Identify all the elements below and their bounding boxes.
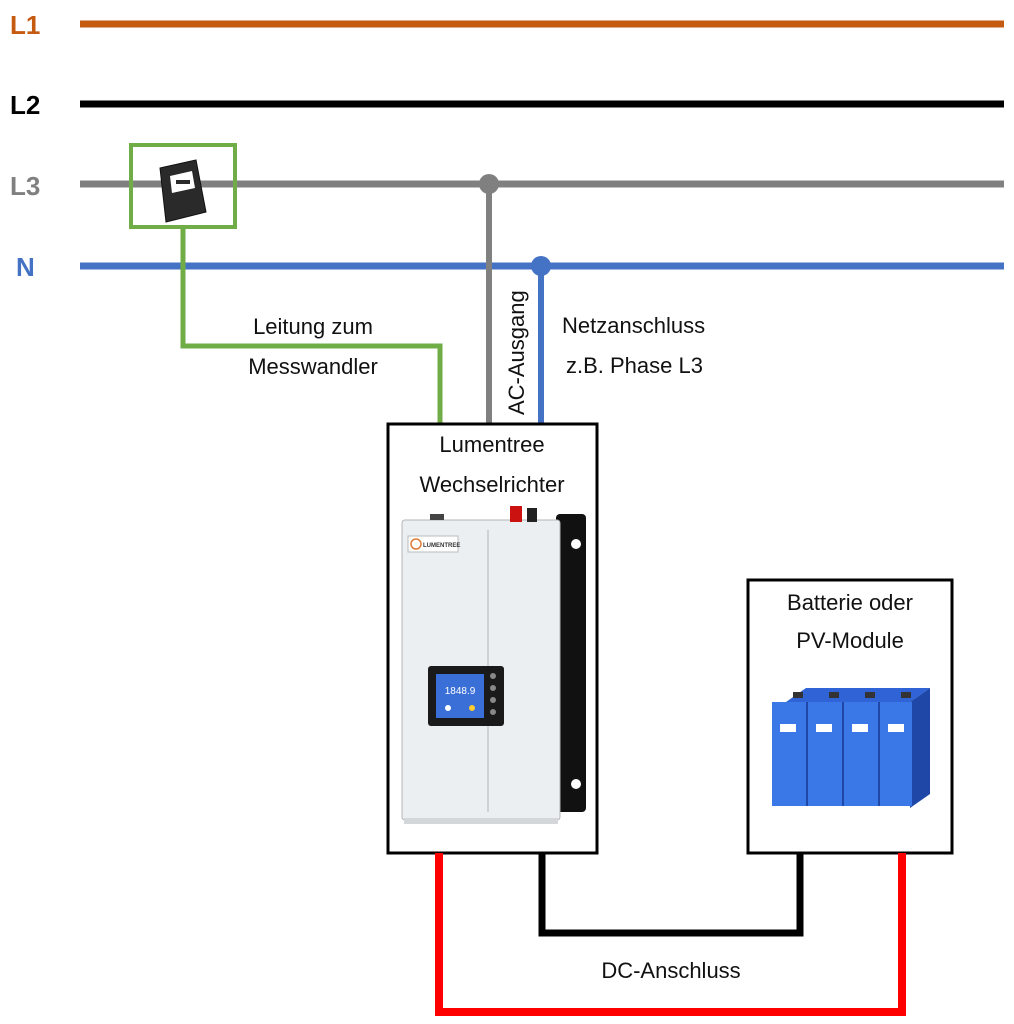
dc-negative-line bbox=[538, 853, 804, 937]
meter-lead-label-line1: Leitung zum bbox=[253, 314, 373, 339]
inverter-display: 1848.9 bbox=[445, 686, 476, 697]
grid-connection-label-line1: Netzanschluss bbox=[562, 313, 705, 338]
ac-output-label: AC-Ausgang bbox=[504, 290, 529, 415]
inverter-label-line1: Lumentree bbox=[439, 432, 544, 457]
grid-connection-label-line2: z.B. Phase L3 bbox=[566, 353, 703, 378]
meter-lead bbox=[180, 227, 443, 423]
l2-label: L2 bbox=[10, 90, 40, 120]
battery-label-line2: PV-Module bbox=[796, 628, 904, 653]
inverter-brand: LUMENTREE bbox=[423, 543, 460, 549]
n-junction bbox=[531, 256, 551, 276]
n-label: N bbox=[16, 252, 35, 282]
l1-label: L1 bbox=[10, 10, 40, 40]
battery-pack-icon bbox=[772, 688, 930, 808]
l3-junction bbox=[479, 174, 499, 194]
inverter-label-line2: Wechselrichter bbox=[419, 472, 564, 497]
l3-label: L3 bbox=[10, 171, 40, 201]
battery-label-line1: Batterie oder bbox=[787, 590, 913, 615]
dc-positive-line bbox=[435, 853, 906, 1016]
current-clamp-icon bbox=[159, 159, 207, 223]
dc-connection-label: DC-Anschluss bbox=[601, 958, 740, 983]
meter-lead-label-line2: Messwandler bbox=[248, 354, 378, 379]
inverter-icon: LUMENTREE 1848.9 bbox=[401, 506, 586, 824]
